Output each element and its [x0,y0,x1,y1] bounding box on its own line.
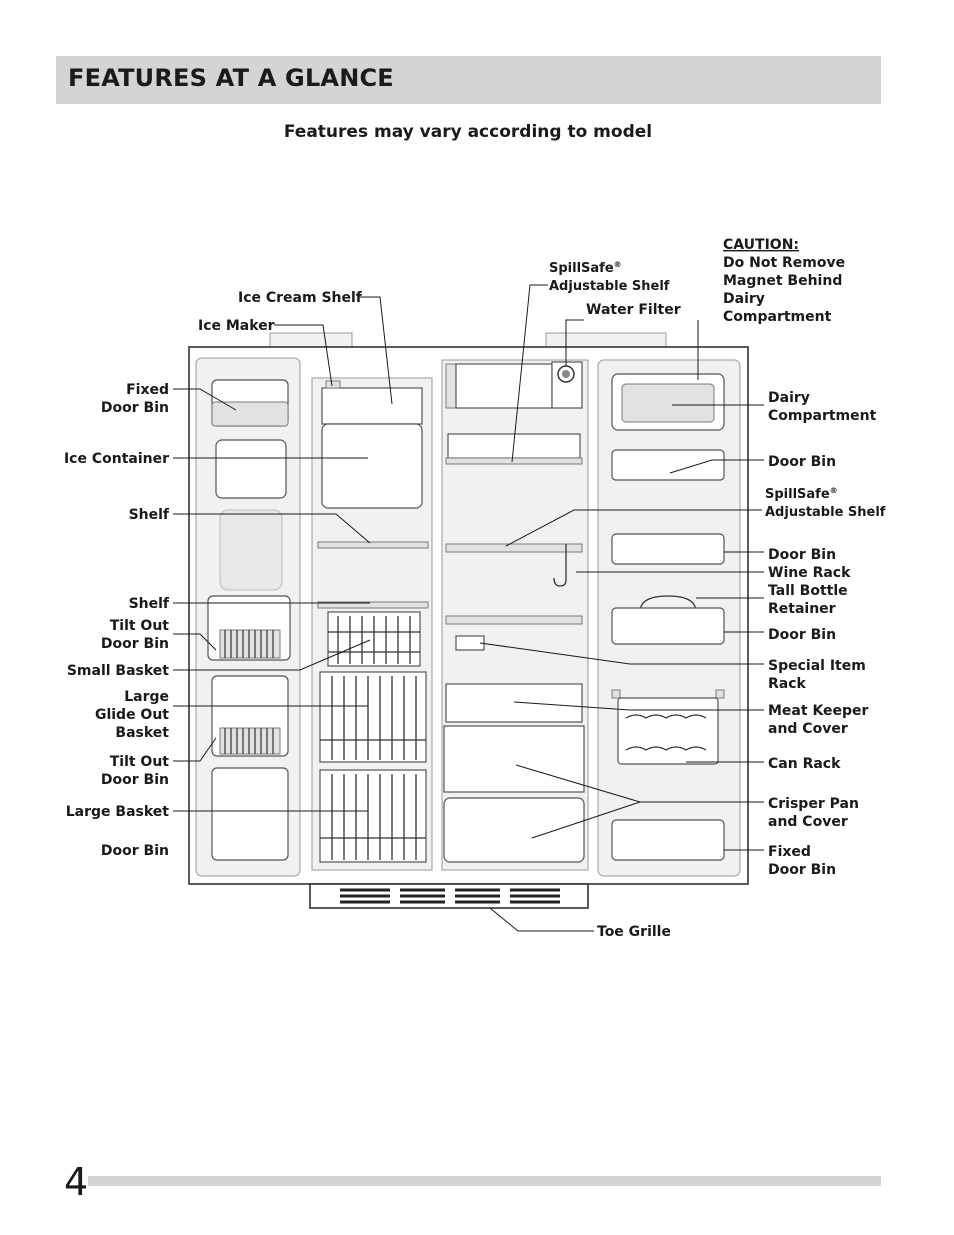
label-shelf-1: Shelf [129,507,170,523]
label-can-rack: Can Rack [768,756,841,772]
svg-text:Door Bin: Door Bin [101,636,169,652]
wine-rack [553,544,567,587]
ice-maker [325,380,341,389]
refrigerator-body [188,332,749,909]
label-tilt-out-2: Tilt Out [110,754,170,770]
header-bar: FEATURES AT A GLANCE [56,56,881,104]
label-tall-bottle-retainer: Tall Bottle [768,583,848,599]
label-wine-rack: Wine Rack [768,565,851,581]
label-spillsafe-middle: SpillSafe® [765,486,838,502]
label-large-glide-out: Large [124,689,169,705]
door-bin-left-bottom [211,767,289,861]
left-labels: Ice Cream Shelf Ice Maker Fixed Door Bin… [64,290,363,859]
label-tilt-out-1: Tilt Out [110,618,170,634]
label-shelf-2: Shelf [129,596,170,612]
svg-text:and Cover: and Cover [768,721,848,737]
svg-text:Basket: Basket [115,725,169,741]
label-large-basket: Large Basket [66,804,170,820]
crisper-pan-upper [443,725,585,793]
label-door-bin-r2: Door Bin [768,547,836,563]
svg-text:Adjustable Shelf: Adjustable Shelf [549,279,670,294]
svg-text:Magnet Behind: Magnet Behind [723,273,842,289]
door-bin-r3 [611,607,725,645]
label-water-filter: Water Filter [586,302,681,318]
ice-container [321,423,423,509]
label-special-item-rack: Special Item [768,658,866,674]
label-door-bin-left: Door Bin [101,843,169,859]
svg-text:Door Bin: Door Bin [101,772,169,788]
svg-text:Glide Out: Glide Out [95,707,169,723]
label-ice-maker: Ice Maker [198,318,275,334]
page-number: 4 [64,1160,89,1204]
tall-bottle-retainer [639,595,697,613]
svg-text:Do Not Remove: Do Not Remove [723,255,845,271]
label-fixed-door-bin-right: Fixed [768,844,811,860]
large-glide-out-basket [319,671,427,763]
large-basket [319,769,427,863]
right-labels: SpillSafe® Adjustable Shelf Water Filter… [549,237,886,940]
label-spillsafe-top: SpillSafe® [549,260,622,276]
can-rack [617,697,719,765]
meat-keeper [445,683,583,723]
label-fixed-door-bin-left: Fixed [126,382,169,398]
door-bin-r1 [611,449,725,481]
label-crisper-pan: Crisper Pan [768,796,859,812]
svg-text:Compartment: Compartment [723,309,832,325]
label-meat-keeper: Meat Keeper [768,703,869,719]
label-caution-title: CAUTION: [723,237,799,253]
svg-text:Compartment: Compartment [768,408,877,424]
svg-text:Adjustable Shelf: Adjustable Shelf [765,505,886,520]
freezer-shelf-1 [317,541,429,549]
page-title: FEATURES AT A GLANCE [68,64,394,92]
door-bin-r2 [611,533,725,565]
svg-text:Door Bin: Door Bin [101,400,169,416]
small-basket [327,611,421,667]
svg-text:Rack: Rack [768,676,807,692]
fixed-door-bin-right [611,819,725,861]
label-toe-grille: Toe Grille [597,924,671,940]
label-ice-cream-shelf: Ice Cream Shelf [238,290,363,306]
control-panel [455,363,553,409]
label-ice-container: Ice Container [64,451,169,467]
freezer-shelf-2 [317,601,429,609]
svg-text:Retainer: Retainer [768,601,836,617]
label-door-bin-r3: Door Bin [768,627,836,643]
svg-text:Door Bin: Door Bin [768,862,836,878]
ice-cream-shelf [321,387,423,425]
crisper-pan-lower [443,797,585,863]
svg-text:Dairy: Dairy [723,291,765,307]
special-item-rack [445,615,583,625]
svg-text:and Cover: and Cover [768,814,848,830]
label-dairy-compartment: Dairy [768,390,810,406]
subtitle: Features may vary according to model [283,122,653,142]
ice-chute-area [215,439,287,499]
footer-rule [88,1176,881,1186]
spillsafe-shelf-middle [445,543,583,553]
label-small-basket: Small Basket [67,663,169,679]
label-door-bin-r1: Door Bin [768,454,836,470]
leader-lines [173,284,764,932]
